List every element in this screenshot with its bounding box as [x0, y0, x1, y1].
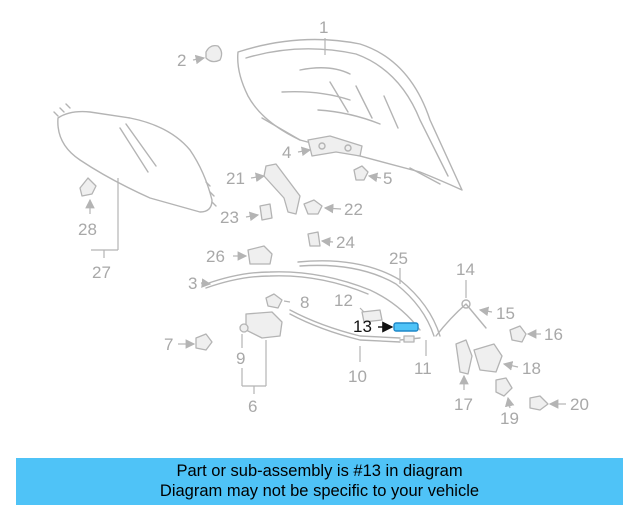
bumper-20: [529, 395, 549, 411]
part-number-11: 11: [414, 359, 432, 378]
part-number-21: 21: [226, 169, 245, 188]
bolt-22: [303, 199, 323, 215]
part-number-25: 25: [389, 249, 408, 268]
caption-line-1: Part or sub-assembly is #13 in diagram: [176, 462, 463, 480]
clip-12: [361, 309, 383, 323]
part-number-26: 26: [206, 247, 225, 266]
part-number-4: 4: [282, 143, 291, 162]
part-number-12: 12: [334, 291, 353, 310]
part-number-3: 3: [188, 274, 197, 293]
part-number-9: 9: [236, 349, 245, 368]
part-number-28: 28: [78, 220, 97, 239]
bolt-5: [353, 165, 369, 181]
bumper-16: [509, 325, 527, 343]
bolt-7: [195, 333, 213, 351]
clip-24: [307, 231, 321, 247]
retainer-clip: [79, 177, 97, 197]
part-number-2: 2: [177, 51, 186, 70]
part-number-20: 20: [570, 395, 589, 414]
hood-insulator: [53, 103, 217, 213]
hinge-arm: [263, 163, 301, 215]
parts-diagram: 1 2 27 28 4 5 21 22: [53, 18, 589, 428]
part-number-27: 27: [92, 263, 111, 282]
part-number-24: 24: [336, 233, 355, 252]
bumper-part: [205, 44, 223, 63]
part-number-13: 13: [353, 317, 372, 336]
hood-panel: [237, 38, 463, 191]
prop-rod: [435, 299, 487, 337]
part-number-18: 18: [522, 359, 541, 378]
latch-cable: [399, 335, 421, 343]
part-number-15: 15: [496, 304, 515, 323]
bolt-8: [265, 293, 283, 309]
part-number-23: 23: [220, 208, 239, 227]
part-number-6: 6: [248, 397, 257, 416]
bracket-18: [473, 343, 503, 373]
caption-banner: Part or sub-assembly is #13 in diagram D…: [16, 458, 623, 505]
part-number-8: 8: [300, 293, 309, 312]
hood-hinge: [307, 135, 363, 157]
bolt-23: [259, 203, 273, 221]
support-rod: [289, 309, 401, 343]
part-number-1: 1: [319, 18, 328, 37]
part-number-19: 19: [500, 409, 519, 428]
part-number-5: 5: [383, 169, 392, 188]
part-number-16: 16: [544, 325, 563, 344]
release-handle: [455, 339, 473, 375]
caption-line-2: Diagram may not be specific to your vehi…: [159, 482, 480, 500]
bolt-19: [495, 377, 513, 397]
part-number-17: 17: [454, 395, 473, 414]
highlighted-part-13: [393, 322, 419, 332]
part-number-10: 10: [348, 367, 367, 386]
part-number-14: 14: [456, 260, 475, 279]
release-cable: [205, 271, 421, 331]
hood-latch: [239, 311, 283, 339]
bracket-26: [247, 245, 273, 265]
part-number-22: 22: [344, 200, 363, 219]
part-number-7: 7: [164, 335, 173, 354]
